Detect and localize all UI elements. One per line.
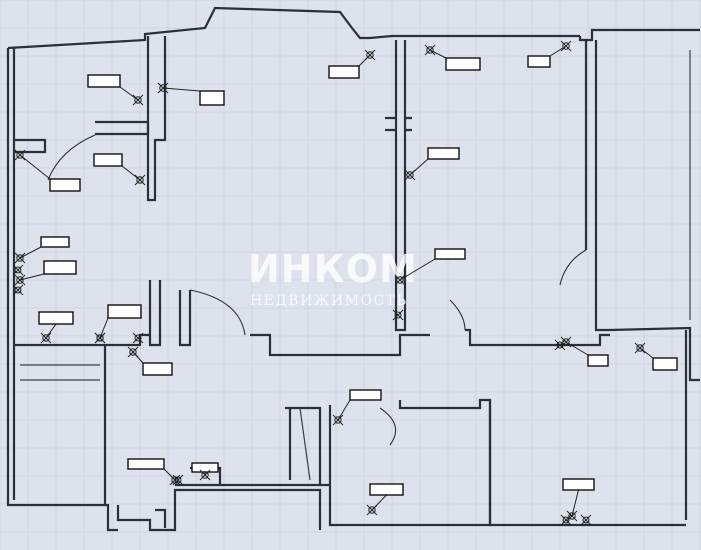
callout: [14, 260, 77, 286]
redacted-label-box: [434, 248, 466, 260]
redacted-label-box: [93, 153, 123, 167]
callouts: [12, 40, 678, 526]
electrical-outlet-icon: [392, 309, 404, 321]
electrical-outlet-icon: [332, 414, 344, 426]
redacted-label-box: [127, 458, 165, 470]
redacted-label-box: [562, 478, 595, 491]
leader-line: [162, 87, 201, 92]
callout: [157, 82, 225, 106]
callout: [332, 389, 382, 426]
callout: [328, 49, 376, 79]
electrical-outlet-icon: [364, 49, 376, 61]
callout: [191, 462, 219, 481]
leader-line: [19, 273, 45, 281]
watermark-brand: ИНКОМ: [248, 247, 418, 291]
callout: [394, 248, 466, 286]
callout: [93, 153, 146, 186]
electrical-outlet-icon: [199, 469, 211, 481]
electrical-outlet-icon: [554, 339, 566, 351]
redacted-label-box: [38, 311, 74, 325]
electrical-outlet-icon: [366, 504, 378, 516]
callout: [94, 304, 142, 344]
electrical-outlet-icon: [394, 274, 406, 286]
callout: [404, 147, 460, 181]
callout: [127, 346, 173, 376]
leader-line: [565, 341, 589, 356]
secondary-lines: [20, 50, 691, 481]
redacted-label-box: [107, 304, 142, 319]
electrical-outlet-icon: [580, 514, 592, 526]
redacted-label-box: [142, 362, 173, 376]
redacted-label-box: [328, 65, 360, 79]
redacted-label-box: [427, 147, 460, 160]
callout: [127, 458, 181, 486]
callout: [366, 483, 404, 516]
electrical-outlet-icon: [40, 332, 52, 344]
electrical-outlet-icon: [424, 44, 436, 56]
watermark: ИНКОМ НЕДВИЖИМОСТЬ: [248, 247, 418, 309]
electrical-outlet-icon: [132, 94, 144, 106]
redacted-label-box: [445, 57, 481, 71]
redacted-label-box: [87, 74, 121, 88]
leader-line: [19, 246, 42, 259]
electrical-outlet-icon: [14, 274, 26, 286]
redacted-label-box: [527, 55, 551, 68]
leader-line: [337, 399, 351, 421]
redacted-label-box: [49, 178, 81, 192]
electrical-outlet-icon: [132, 332, 144, 344]
callout: [634, 342, 678, 371]
electrical-outlet-icon: [127, 346, 139, 358]
electrical-outlet-icon: [14, 149, 26, 161]
leader-line: [399, 258, 436, 281]
watermark-tagline: НЕДВИЖИМОСТЬ: [250, 293, 408, 309]
leader-line: [119, 86, 139, 101]
electrical-outlet-icon: [560, 40, 572, 52]
leader-line: [429, 49, 447, 59]
callout: [527, 40, 572, 68]
electrical-outlet-icon: [12, 264, 24, 276]
electrical-outlet-icon: [12, 284, 24, 296]
redacted-label-box: [40, 236, 70, 248]
redacted-label-box: [587, 354, 609, 367]
redacted-label-box: [652, 357, 678, 371]
walls: [6, 6, 700, 532]
callout: [14, 149, 81, 192]
redacted-label-box: [349, 389, 382, 401]
electrical-outlet-icon: [134, 174, 146, 186]
electrical-outlet-icon: [157, 82, 169, 94]
redacted-label-box: [369, 483, 404, 496]
callout: [38, 311, 74, 344]
electrical-outlet-icon: [172, 474, 184, 486]
electrical-outlet-icon: [634, 342, 646, 354]
redacted-label-box: [43, 260, 77, 275]
leader-line: [19, 154, 51, 180]
callout: [424, 44, 481, 71]
electrical-outlet-icon: [404, 169, 416, 181]
leader-line: [571, 489, 579, 517]
electrical-outlet-icon: [560, 514, 572, 526]
doors: [47, 134, 587, 446]
electrical-outlet-icon: [94, 332, 106, 344]
callout: [562, 478, 595, 522]
callout: [87, 74, 144, 106]
redacted-label-box: [199, 90, 225, 106]
callout: [14, 236, 70, 264]
electrical-outlet-icon: [14, 252, 26, 264]
redacted-label-box: [191, 462, 219, 473]
